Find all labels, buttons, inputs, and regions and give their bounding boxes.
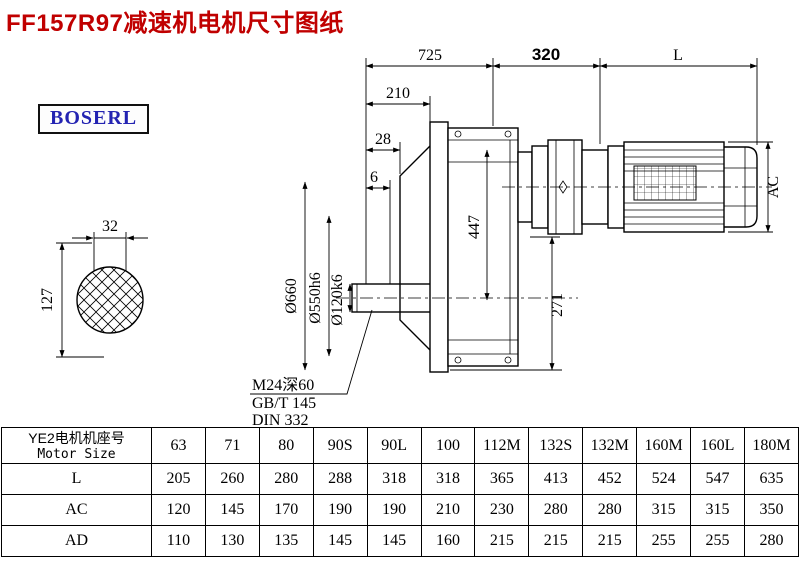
cell: 350 bbox=[743, 494, 800, 526]
shaft-end-view: 32 127 bbox=[39, 218, 148, 358]
cell: 255 bbox=[636, 525, 692, 557]
table-row-L: L 205 260 280 288 318 318 365 413 452 52… bbox=[1, 463, 800, 495]
cell: 255 bbox=[690, 525, 745, 557]
dim-32-label: 32 bbox=[102, 218, 118, 235]
row-label-AD: AD bbox=[1, 525, 152, 557]
row-label-L: L bbox=[1, 463, 152, 495]
dimensions: 725 320 L 210 28 6 447 271 AC Ø660 bbox=[250, 45, 782, 427]
cell: 280 bbox=[528, 494, 584, 526]
dia-660-label: Ø660 bbox=[283, 278, 300, 314]
cell: 145 bbox=[204, 494, 260, 526]
dia-550-label: Ø550h6 bbox=[307, 272, 324, 324]
dim-320-label: 320 bbox=[532, 45, 560, 64]
cell: 190 bbox=[366, 494, 422, 526]
gear-unit-side-view bbox=[351, 121, 625, 373]
cell: 170 bbox=[258, 494, 314, 526]
motor-dimension-table: YE2电机机座号 Motor Size 63 71 80 90S 90L 100… bbox=[1, 427, 800, 557]
flange-plate bbox=[429, 121, 449, 373]
cell: 110 bbox=[151, 525, 206, 557]
motor-size-header-en: Motor Size bbox=[37, 446, 116, 462]
dim-28-label: 28 bbox=[375, 131, 391, 148]
shaft-end-circle bbox=[76, 266, 144, 334]
cell: 190 bbox=[312, 494, 368, 526]
size-col-90L: 90L bbox=[366, 427, 422, 464]
cell: 288 bbox=[312, 463, 368, 495]
dim-725-label: 725 bbox=[418, 47, 442, 64]
motor-size-header: YE2电机机座号 Motor Size bbox=[1, 427, 152, 464]
thread-note-leader bbox=[250, 309, 373, 395]
cell: 413 bbox=[528, 463, 584, 495]
gearbox-housing bbox=[447, 127, 519, 367]
dim-447-label: 447 bbox=[466, 215, 483, 239]
size-col-100: 100 bbox=[420, 427, 476, 464]
cell: 315 bbox=[690, 494, 745, 526]
cell: 130 bbox=[204, 525, 260, 557]
cell: 318 bbox=[366, 463, 422, 495]
cell: 635 bbox=[743, 463, 800, 495]
cell: 205 bbox=[151, 463, 206, 495]
table-header-row: YE2电机机座号 Motor Size 63 71 80 90S 90L 100… bbox=[1, 427, 800, 464]
cell: 215 bbox=[582, 525, 638, 557]
cell: 120 bbox=[151, 494, 206, 526]
size-col-90S: 90S bbox=[312, 427, 368, 464]
balance-mark-icon bbox=[558, 180, 568, 194]
size-col-180M: 180M bbox=[743, 427, 800, 464]
cell: 280 bbox=[743, 525, 800, 557]
din-standard-note: DIN 332 bbox=[252, 412, 308, 427]
row-label-AC: AC bbox=[1, 494, 152, 526]
dim-210-label: 210 bbox=[386, 85, 410, 102]
cell: 315 bbox=[636, 494, 692, 526]
dim-AC-label: AC bbox=[765, 176, 782, 198]
cell: 365 bbox=[474, 463, 530, 495]
dim-127-label: 127 bbox=[39, 288, 56, 312]
cell: 215 bbox=[474, 525, 530, 557]
thread-note: M24深60 bbox=[252, 376, 314, 394]
size-col-71: 71 bbox=[204, 427, 260, 464]
cell: 318 bbox=[420, 463, 476, 495]
cell: 210 bbox=[420, 494, 476, 526]
size-col-132M: 132M bbox=[582, 427, 638, 464]
dim-6-label: 6 bbox=[370, 169, 378, 186]
cell: 280 bbox=[582, 494, 638, 526]
cell: 215 bbox=[528, 525, 584, 557]
gb-standard-note: GB/T 145 bbox=[252, 395, 316, 412]
dia-120-label: Ø120k6 bbox=[329, 274, 346, 326]
dim-L-label: L bbox=[673, 47, 683, 64]
cell: 145 bbox=[312, 525, 368, 557]
cell: 260 bbox=[204, 463, 260, 495]
cell: 145 bbox=[366, 525, 422, 557]
table-row-AC: AC 120 145 170 190 190 210 230 280 280 3… bbox=[1, 494, 800, 526]
size-col-112M: 112M bbox=[474, 427, 530, 464]
dimension-drawing: 32 127 bbox=[39, 45, 782, 427]
page-title: FF157R97减速机电机尺寸图纸 bbox=[6, 10, 344, 37]
cell: 230 bbox=[474, 494, 530, 526]
cell: 135 bbox=[258, 525, 314, 557]
fan-cowl bbox=[724, 146, 758, 228]
cell: 160 bbox=[420, 525, 476, 557]
dim-271-label: 271 bbox=[549, 293, 566, 317]
motor-size-header-cn: YE2电机机座号 bbox=[28, 429, 125, 446]
size-col-160M: 160M bbox=[636, 427, 692, 464]
size-col-80: 80 bbox=[258, 427, 314, 464]
table-row-AD: AD 110 130 135 145 145 160 215 215 215 2… bbox=[1, 525, 800, 557]
cell: 524 bbox=[636, 463, 692, 495]
flange-bell bbox=[399, 145, 431, 351]
size-col-132S: 132S bbox=[528, 427, 584, 464]
cell: 452 bbox=[582, 463, 638, 495]
size-col-160L: 160L bbox=[690, 427, 745, 464]
cell: 280 bbox=[258, 463, 314, 495]
motor-stator-hatch bbox=[633, 165, 697, 201]
size-col-63: 63 bbox=[151, 427, 206, 464]
brand-logo: BOSERL bbox=[38, 104, 150, 134]
cell: 547 bbox=[690, 463, 745, 495]
